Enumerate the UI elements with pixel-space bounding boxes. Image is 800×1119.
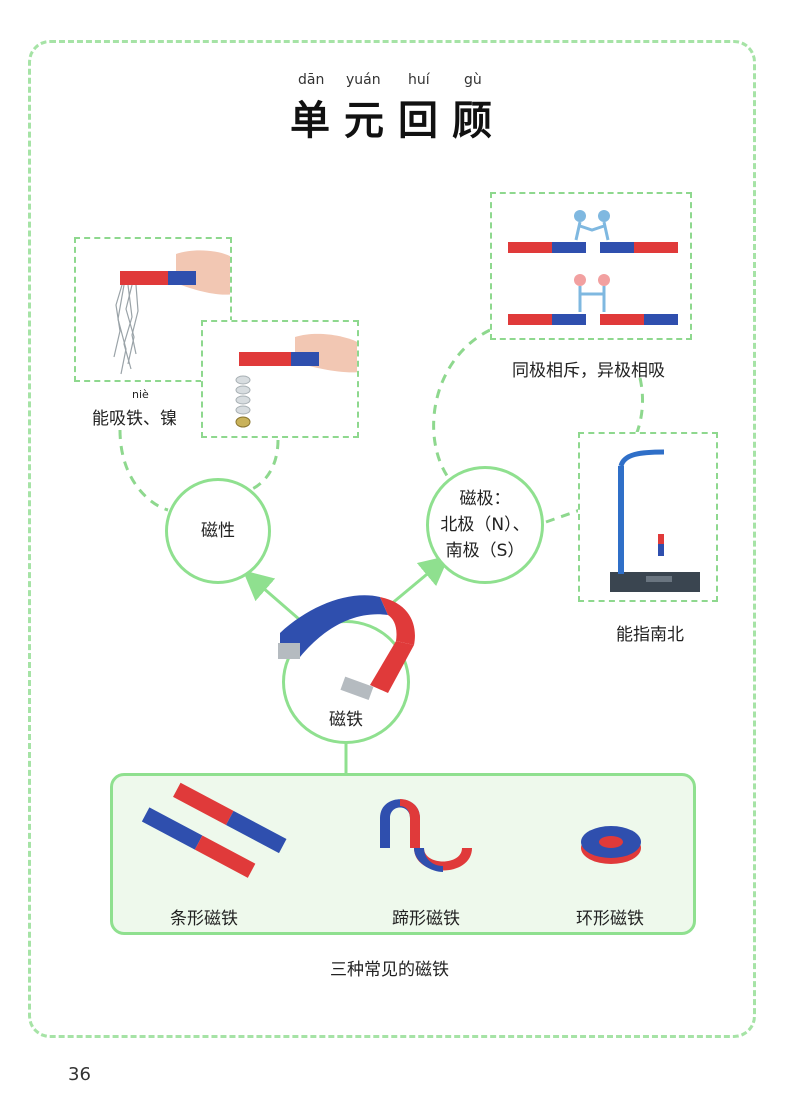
circle-magnetic-poles: 磁极： 北极（N）、 南极（S） (426, 466, 544, 584)
horseshoe-magnet-large (278, 595, 415, 701)
compass-illustration (610, 449, 700, 592)
label-magnet: 磁铁 (329, 710, 363, 730)
line-to-compass (545, 508, 581, 524)
label-magnetism: 磁性 (201, 521, 235, 541)
label-points-north-south: 能指南北 (616, 625, 684, 645)
arc-right-2 (634, 377, 645, 436)
title-char-gu: 顾 (452, 97, 492, 144)
title-char-yuan: 元 (344, 97, 384, 144)
label-poles-rule: 同极相斥，异极相吸 (512, 361, 665, 381)
title-char-dan: 单 (290, 97, 330, 144)
pinyin-dan: dān (298, 72, 325, 88)
bar-magnet-pair (141, 782, 287, 878)
photo-poles (490, 192, 692, 340)
page-number: 36 (68, 1064, 91, 1085)
label-attract-iron-nickel: 能吸铁、镍 (92, 409, 177, 429)
circle-magnetism: 磁性 (165, 478, 271, 584)
label-poles-title: 磁极： (459, 489, 511, 509)
label-horseshoe-magnet: 蹄形磁铁 (392, 909, 460, 929)
clips-illustration (113, 250, 230, 375)
pinyin-nie: niè (132, 388, 149, 401)
coins-illustration (235, 333, 357, 428)
arc-left-2 (249, 439, 280, 492)
arrow-to-magnetism (242, 570, 301, 622)
pinyin-yuan: yuán (346, 72, 381, 88)
label-north-pole: 北极（N）、 (440, 515, 530, 535)
arc-right-1 (432, 328, 491, 481)
arc-left-1 (118, 429, 169, 512)
ring-magnet (581, 826, 641, 864)
label-south-pole: 南极（S） (445, 541, 525, 561)
horseshoe-magnet-pair (380, 799, 472, 872)
label-three-common-magnets: 三种常见的磁铁 (330, 960, 449, 980)
page-frame (28, 40, 756, 1038)
poles-illustration (508, 210, 678, 325)
title-char-hui: 回 (398, 97, 438, 144)
label-ring-magnet: 环形磁铁 (576, 909, 644, 929)
photo-compass (578, 432, 718, 602)
photo-coins (201, 320, 359, 438)
pinyin-hui: huí (408, 72, 430, 88)
label-bar-magnet: 条形磁铁 (170, 909, 238, 929)
arrow-to-poles (389, 555, 450, 607)
pinyin-gu: gù (464, 72, 482, 88)
